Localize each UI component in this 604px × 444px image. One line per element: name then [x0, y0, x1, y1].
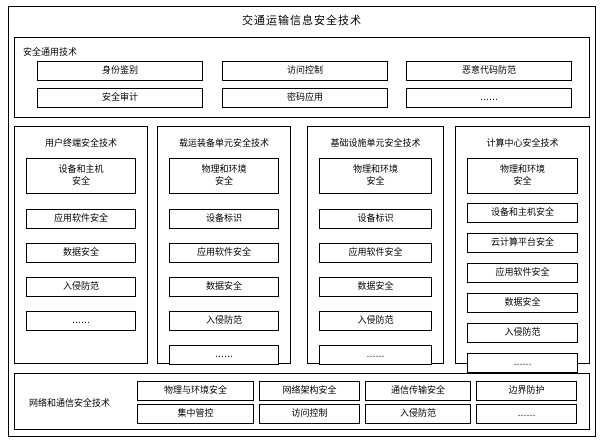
column-vehicle-unit: 载运装备单元安全技术 物理和环境安全 设备标识 应用软件安全 数据安全 入侵防范… — [157, 126, 291, 365]
network-item-access-control[interactable]: 访问控制 — [259, 404, 360, 424]
diagram-outer-frame — [8, 6, 596, 437]
section-common-security-title: 安全通用技术 — [23, 48, 78, 58]
network-item-boundary-protection[interactable]: 边界防护 — [476, 381, 577, 401]
vehicle-unit-item-more[interactable]: …… — [169, 345, 279, 365]
section-common-security: 安全通用技术 身份鉴别 访问控制 恶意代码防范 安全审计 密码应用 …… — [14, 37, 590, 118]
infrastructure-unit-item-device-identification[interactable]: 设备标识 — [319, 209, 432, 229]
user-terminal-item-intrusion-prevention[interactable]: 入侵防范 — [26, 277, 136, 297]
vehicle-unit-item-app-software-security[interactable]: 应用软件安全 — [169, 243, 279, 263]
column-computing-center: 计算中心安全技术 物理和环境安全 设备和主机安全 云计算平台安全 应用软件安全 … — [455, 126, 590, 373]
user-terminal-item-app-software-security[interactable]: 应用软件安全 — [26, 209, 136, 229]
section-network-communication-title: 网络和通信安全技术 — [29, 399, 111, 409]
column-infrastructure-unit: 基础设施单元安全技术 物理和环境安全 设备标识 应用软件安全 数据安全 入侵防范… — [307, 126, 444, 365]
computing-center-item-device-host-security[interactable]: 设备和主机安全 — [467, 203, 578, 223]
infrastructure-unit-item-more[interactable]: …… — [319, 345, 432, 365]
infrastructure-unit-item-data-security[interactable]: 数据安全 — [319, 277, 432, 297]
network-item-centralized-control[interactable]: 集中管控 — [137, 404, 254, 424]
computing-center-item-intrusion-prevention[interactable]: 入侵防范 — [467, 323, 578, 343]
network-item-architecture-security[interactable]: 网络架构安全 — [259, 381, 360, 401]
network-item-more[interactable]: …… — [476, 404, 577, 424]
vehicle-unit-item-intrusion-prevention[interactable]: 入侵防范 — [169, 311, 279, 331]
infrastructure-unit-item-app-software-security[interactable]: 应用软件安全 — [319, 243, 432, 263]
column-infrastructure-unit-title: 基础设施单元安全技术 — [330, 139, 421, 149]
computing-center-item-cloud-platform-security[interactable]: 云计算平台安全 — [467, 233, 578, 253]
common-item-access-control[interactable]: 访问控制 — [222, 61, 388, 81]
section-network-communication: 网络和通信安全技术 物理与环境安全 网络架构安全 通信传输安全 边界防护 集中管… — [14, 373, 590, 430]
vehicle-unit-item-physical-environment-security[interactable]: 物理和环境安全 — [169, 158, 279, 194]
column-computing-center-title: 计算中心安全技术 — [486, 139, 559, 149]
common-item-security-audit[interactable]: 安全审计 — [37, 88, 203, 108]
user-terminal-item-data-security[interactable]: 数据安全 — [26, 243, 136, 263]
vehicle-unit-item-device-identification[interactable]: 设备标识 — [169, 209, 279, 229]
computing-center-item-physical-environment-security[interactable]: 物理和环境安全 — [467, 158, 578, 194]
network-item-physical-environment-security[interactable]: 物理与环境安全 — [137, 381, 254, 401]
infrastructure-unit-item-physical-environment-security[interactable]: 物理和环境安全 — [319, 158, 432, 194]
column-vehicle-unit-title: 载运装备单元安全技术 — [178, 139, 269, 149]
computing-center-item-data-security[interactable]: 数据安全 — [467, 293, 578, 313]
column-user-terminal: 用户终端安全技术 设备和主机安全 应用软件安全 数据安全 入侵防范 …… — [14, 126, 148, 364]
computing-center-item-app-software-security[interactable]: 应用软件安全 — [467, 263, 578, 283]
common-item-cryptography[interactable]: 密码应用 — [222, 88, 388, 108]
vehicle-unit-item-data-security[interactable]: 数据安全 — [169, 277, 279, 297]
common-item-malicious-code[interactable]: 恶意代码防范 — [406, 61, 572, 81]
user-terminal-item-more[interactable]: …… — [26, 311, 136, 331]
infrastructure-unit-item-intrusion-prevention[interactable]: 入侵防范 — [319, 311, 432, 331]
common-item-more[interactable]: …… — [406, 88, 572, 108]
network-item-intrusion-prevention[interactable]: 入侵防范 — [365, 404, 471, 424]
common-item-identity-auth[interactable]: 身份鉴别 — [37, 61, 203, 81]
user-terminal-item-device-host-security[interactable]: 设备和主机安全 — [26, 158, 136, 194]
column-user-terminal-title: 用户终端安全技术 — [44, 139, 117, 149]
network-item-communication-transmission-security[interactable]: 通信传输安全 — [365, 381, 471, 401]
computing-center-item-more[interactable]: …… — [467, 353, 578, 373]
page-title: 交通运输信息安全技术 — [242, 14, 362, 27]
